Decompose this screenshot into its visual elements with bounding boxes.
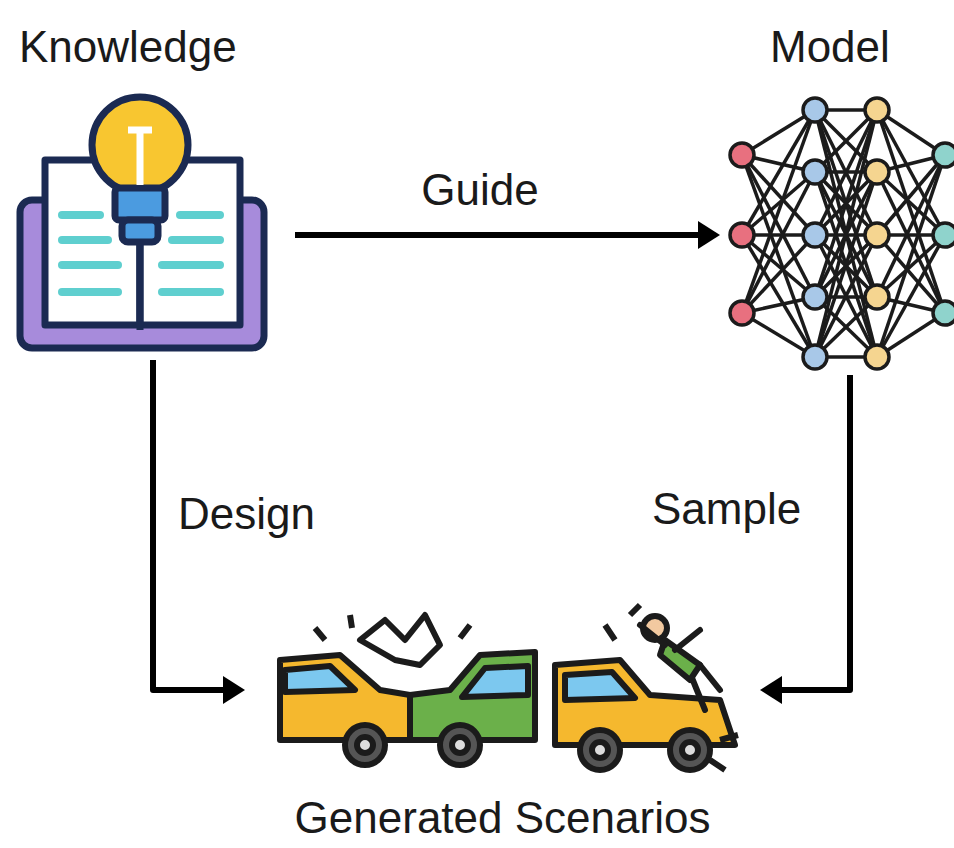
network-neuron (730, 143, 754, 167)
arrowhead (223, 676, 245, 704)
arrowhead (698, 221, 720, 249)
network-neuron (730, 223, 754, 247)
node-title: Model (770, 23, 890, 71)
edge-label: Sample (648, 485, 805, 533)
connector-line (295, 232, 702, 238)
network-neuron (933, 223, 954, 247)
arrow-connector (760, 375, 850, 704)
scenarios-icon (280, 605, 738, 770)
network-link (877, 155, 945, 357)
network-neuron (803, 285, 827, 309)
network-link (742, 155, 815, 357)
network-neuron (730, 301, 754, 325)
icon-node: Generated Scenarios (245, 600, 760, 846)
network-neuron (865, 98, 889, 122)
network-neuron (803, 223, 827, 247)
network-link (742, 172, 815, 235)
page-lines (62, 215, 220, 292)
network-neuron (933, 143, 954, 167)
edge-label: Guide (417, 166, 542, 214)
network-neuron (803, 98, 827, 122)
network-link (815, 172, 877, 357)
arrowhead (760, 676, 782, 704)
network-neuron (865, 345, 889, 369)
icon-node: Knowledge (15, 15, 295, 360)
edge-label: Design (174, 490, 319, 538)
network-neuron (803, 160, 827, 184)
arrow-connector (295, 221, 720, 249)
network-link (742, 110, 815, 313)
network-neuron (865, 160, 889, 184)
icon-node: Model (720, 15, 954, 375)
network-neuron (933, 301, 954, 325)
network-neuron (865, 223, 889, 247)
node-title: Generated Scenarios (295, 794, 711, 842)
network-neuron (865, 285, 889, 309)
network-neuron (803, 345, 827, 369)
network-link (877, 110, 945, 313)
model-icon (730, 98, 954, 369)
knowledge-icon (20, 97, 264, 348)
network-link (877, 235, 945, 297)
node-title: Knowledge (19, 23, 237, 71)
